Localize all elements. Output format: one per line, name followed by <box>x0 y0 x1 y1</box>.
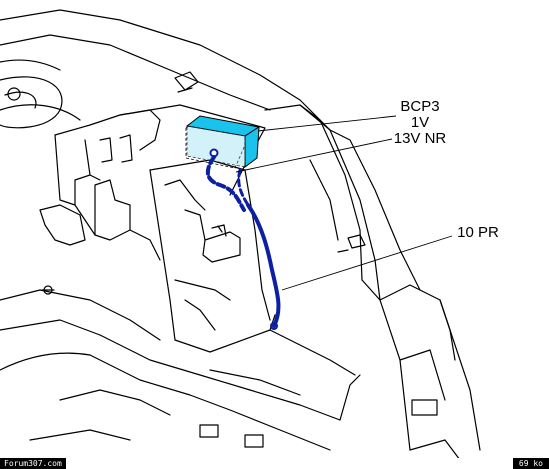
bcp3-connector <box>185 115 261 168</box>
leader-line-10pr <box>281 235 453 291</box>
car-body-structure <box>0 9 481 461</box>
leader-line-13v <box>235 138 393 173</box>
leader-line-bcp3 <box>257 115 397 132</box>
footer-bar: Forum307.com 69 ko <box>0 458 549 469</box>
footer-site: Forum307.com <box>0 458 66 469</box>
label-connector: BCP3 <box>400 98 439 115</box>
label-line3: 13V NR <box>394 130 447 147</box>
label-line2: 1V <box>411 114 429 131</box>
label-harness: 10 PR <box>457 224 499 241</box>
footer-size: 69 ko <box>512 458 549 469</box>
wiring-harness <box>205 148 281 330</box>
leader-lines <box>235 115 453 291</box>
